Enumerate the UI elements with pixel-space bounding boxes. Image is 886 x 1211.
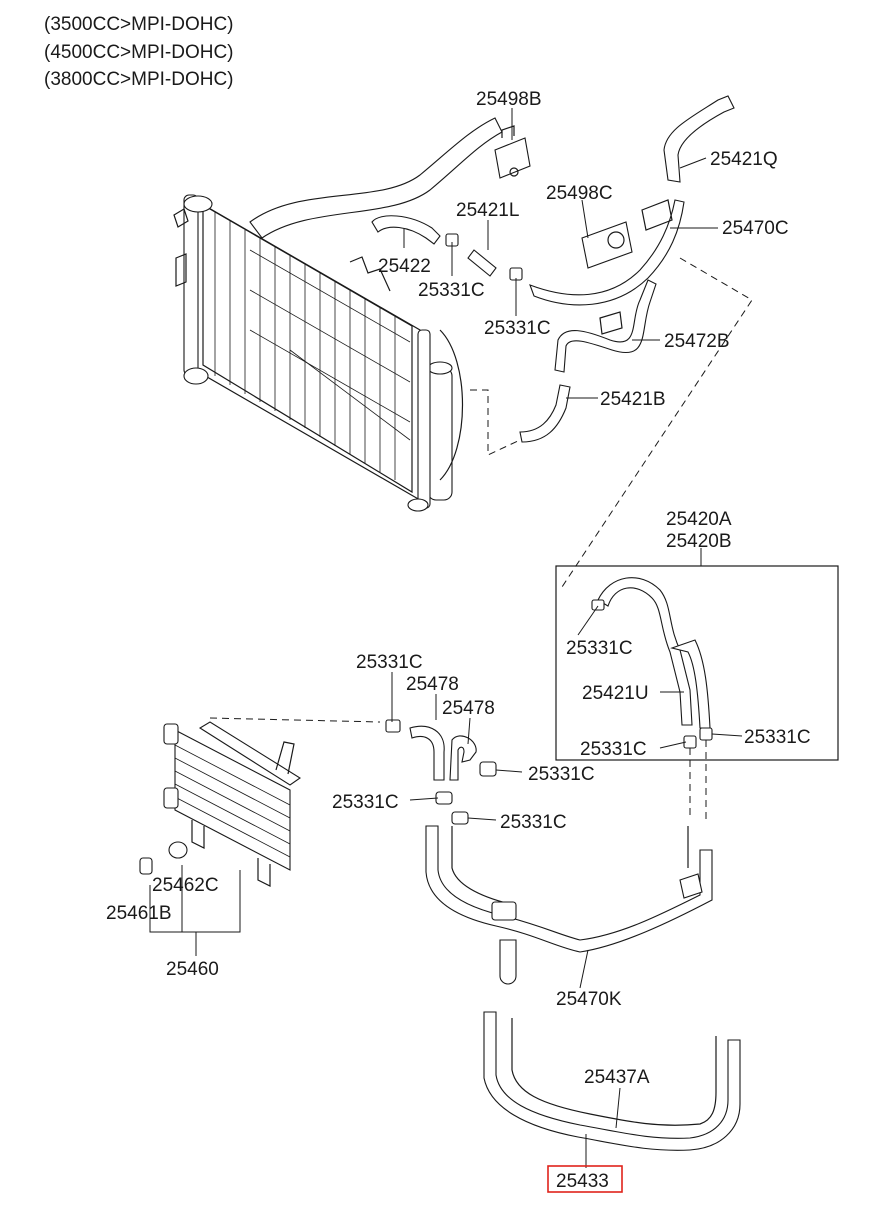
highlight-box [547, 1165, 623, 1193]
label-25498C: 25498C [546, 183, 613, 204]
engine-variant-2: (4500CC>MPI-DOHC) [44, 42, 234, 63]
part-labels: 25498B 25421Q 25498C 25421L 25470C 25422… [106, 89, 811, 1193]
cooler-hoses [385, 719, 713, 985]
cooler-pipe-assembly [483, 1011, 741, 1151]
label-25437A: 25437A [584, 1067, 650, 1088]
oil-cooler [139, 717, 381, 956]
label-25470C: 25470C [722, 218, 789, 239]
label-25331C: 25331C [528, 764, 595, 785]
label-25331C: 25331C [418, 280, 485, 301]
label-25478: 25478 [406, 674, 459, 695]
engine-variant-3: (3800CC>MPI-DOHC) [44, 69, 234, 90]
label-25498B: 25498B [476, 89, 542, 110]
label-25433: 25433 [556, 1171, 609, 1192]
label-25460: 25460 [166, 959, 219, 980]
leader-lines [391, 108, 743, 1168]
label-25472B: 25472B [664, 331, 730, 352]
label-25421U: 25421U [582, 683, 649, 704]
label-25331C: 25331C [484, 318, 551, 339]
radiator-assembly [173, 117, 503, 512]
label-25331C: 25331C [500, 812, 567, 833]
label-25331C: 25331C [356, 652, 423, 673]
label-25421L: 25421L [456, 200, 519, 221]
label-25478: 25478 [442, 698, 495, 719]
engine-variant-1: (3500CC>MPI-DOHC) [44, 14, 234, 35]
label-25421B: 25421B [600, 389, 666, 410]
label-25461B: 25461B [106, 903, 172, 924]
upper-hoses [371, 95, 753, 591]
label-25462C: 25462C [152, 875, 219, 896]
label-25331C: 25331C [744, 727, 811, 748]
label-25331C: 25331C [580, 739, 647, 760]
label-25331C: 25331C [566, 638, 633, 659]
hose-assembly-inset [555, 565, 839, 820]
label-25470K: 25470K [556, 989, 622, 1010]
label-25420B: 25420B [666, 531, 732, 552]
label-25422: 25422 [378, 256, 431, 277]
label-25420A: 25420A [666, 509, 732, 530]
label-25421Q: 25421Q [710, 149, 778, 170]
label-25331C: 25331C [332, 792, 399, 813]
